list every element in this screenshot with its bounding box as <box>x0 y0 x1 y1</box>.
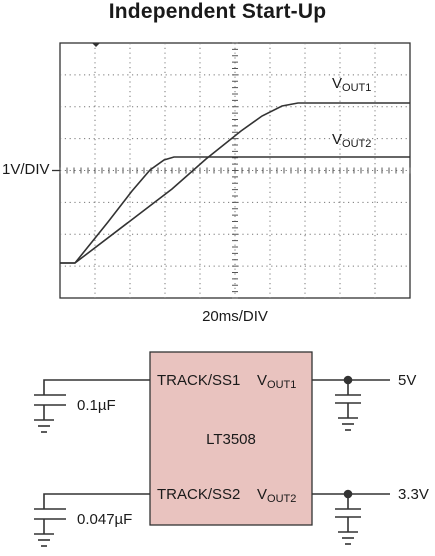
y-scale-label: 1V/DIV <box>2 161 50 178</box>
trace-vout2 <box>60 156 410 264</box>
cap2-value: 0.047µF <box>77 511 132 528</box>
pin-vout1: VOUT1 <box>257 372 296 391</box>
trace-label-vout1: VOUT1 <box>332 75 371 94</box>
scope-plot: VOUT1 VOUT2 1V/DIV 20ms/DIV <box>2 42 411 325</box>
scope-grid <box>60 43 410 298</box>
chip-lt3508 <box>149 351 313 526</box>
soft-start-capacitor-2 <box>34 493 150 547</box>
chip-name: LT3508 <box>206 431 256 448</box>
figure-title: Independent Start-Up <box>108 0 327 23</box>
soft-start-capacitor-1 <box>34 379 150 433</box>
cap1-value: 0.1µF <box>77 397 116 414</box>
pin-vout2: VOUT2 <box>257 486 296 505</box>
x-scale-label: 20ms/DIV <box>202 308 268 325</box>
output-network-1 <box>312 375 390 431</box>
trace-label-vout2: VOUT2 <box>332 131 371 150</box>
trace-vout1 <box>60 102 410 264</box>
pin-track-ss2: TRACK/SS2 <box>157 486 240 503</box>
out2-voltage: 3.3V <box>398 486 429 503</box>
out1-voltage: 5V <box>398 372 416 389</box>
output-network-2 <box>312 489 390 545</box>
pin-track-ss1: TRACK/SS1 <box>157 372 240 389</box>
circuit-schematic: TRACK/SS1 VOUT1 LT3508 TRACK/SS2 VOUT2 0… <box>34 351 429 547</box>
trigger-marker-icon <box>92 43 100 47</box>
